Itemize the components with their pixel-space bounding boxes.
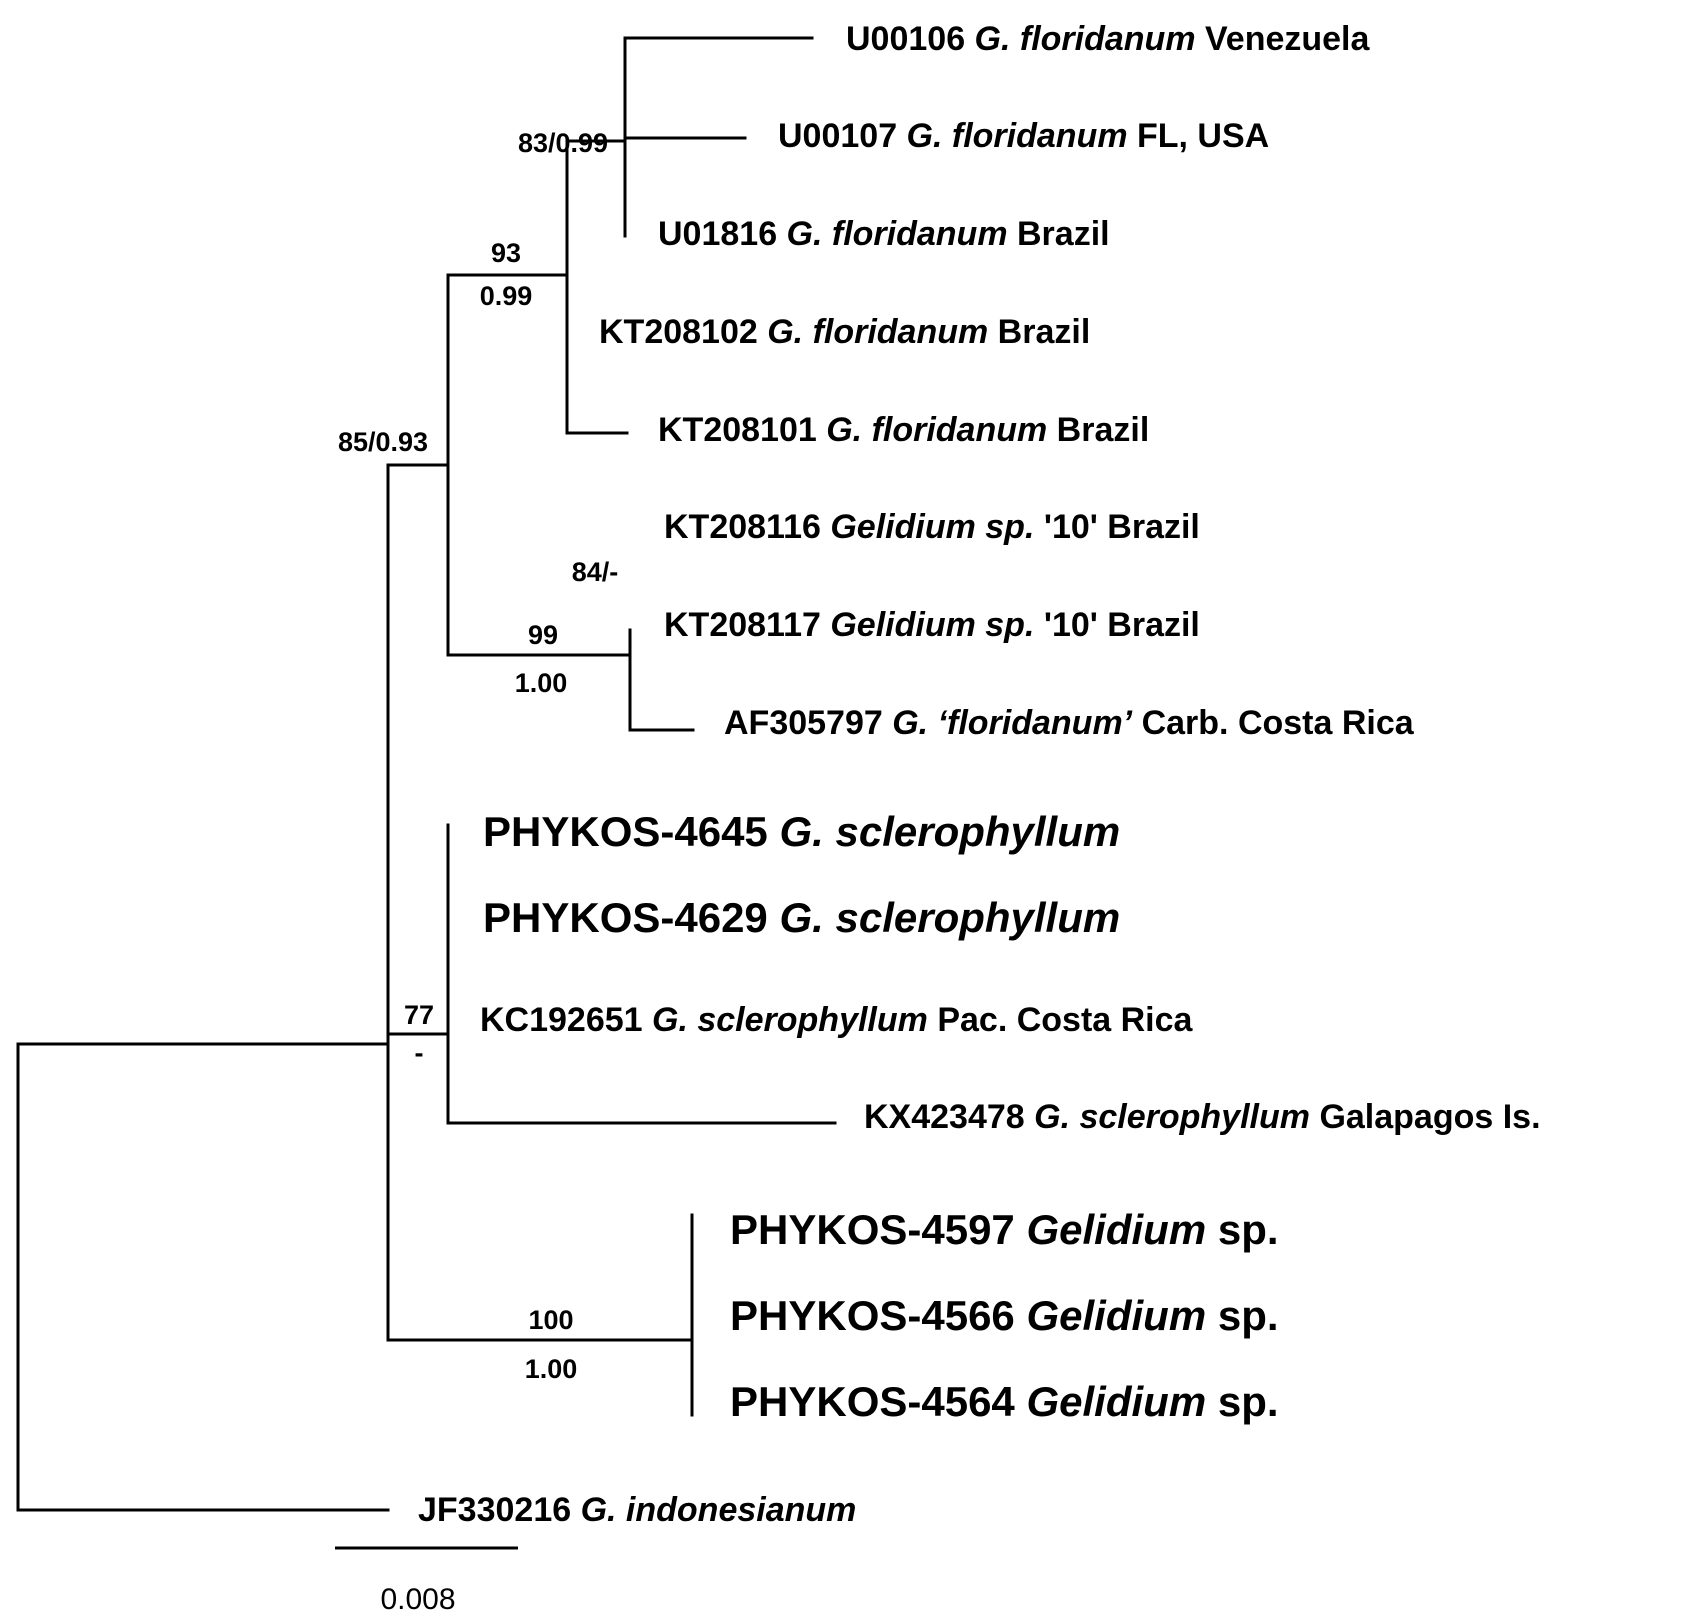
locality: '10' Brazil xyxy=(1034,606,1199,644)
tip-label: PHYKOS-4564 Gelidium sp. xyxy=(730,1378,1279,1425)
species-name: Gelidium xyxy=(1026,1206,1206,1253)
accession-id: KT208117 xyxy=(664,606,830,644)
accession-id: KX423478 xyxy=(864,1098,1034,1136)
locality: Brazil xyxy=(988,313,1090,351)
locality: '10' Brazil xyxy=(1034,508,1199,546)
tip-label: PHYKOS-4597 Gelidium sp. xyxy=(730,1206,1279,1253)
scale-bar-label: 0.008 xyxy=(380,1583,455,1616)
tip-label: KT208101 G. floridanum Brazil xyxy=(658,411,1149,449)
accession-id: PHYKOS-4629 xyxy=(483,894,779,941)
tip-label: KX423478 G. sclerophyllum Galapagos Is. xyxy=(864,1098,1541,1136)
accession-id: PHYKOS-4645 xyxy=(483,808,779,855)
tip-label: PHYKOS-4629 G. sclerophyllum xyxy=(483,894,1120,941)
accession-id: U00106 xyxy=(846,20,975,58)
locality: sp. xyxy=(1206,1206,1278,1253)
accession-id: U01816 xyxy=(658,215,787,253)
locality: Pac. Costa Rica xyxy=(928,1001,1194,1039)
species-name: G. floridanum xyxy=(826,411,1047,449)
locality: sp. xyxy=(1206,1378,1278,1425)
support-value: 93 xyxy=(491,238,521,268)
species-name: G. indonesianum xyxy=(581,1491,857,1529)
tip-label: U01816 G. floridanum Brazil xyxy=(658,215,1110,253)
support-value: 85/0.93 xyxy=(338,427,428,457)
locality: FL, USA xyxy=(1128,117,1270,155)
support-value: 84/- xyxy=(572,557,619,587)
accession-id: PHYKOS-4564 xyxy=(730,1378,1026,1425)
support-labels: 83/0.99 93 0.99 85/0.93 84/- 99 1.00 77 - 100 1.00 xyxy=(338,128,618,1384)
accession-id: JF330216 xyxy=(418,1491,581,1529)
tip-label: AF305797 G. ‘floridanum’ Carb. Costa Ric… xyxy=(724,704,1415,742)
accession-id: PHYKOS-4597 xyxy=(730,1206,1026,1253)
support-value: 1.00 xyxy=(515,668,568,698)
accession-id: KT208101 xyxy=(658,411,826,449)
accession-id: U00107 xyxy=(778,117,907,155)
accession-id: PHYKOS-4566 xyxy=(730,1292,1026,1339)
species-name: G. sclerophyllum xyxy=(1034,1098,1310,1136)
tip-label: JF330216 G. indonesianum xyxy=(418,1491,856,1529)
support-value: 83/0.99 xyxy=(518,128,608,158)
locality: Carb. Costa Rica xyxy=(1132,704,1415,742)
species-name: G. sclerophyllum xyxy=(779,808,1120,855)
species-name: G. ‘floridanum’ xyxy=(892,704,1132,742)
tip-label: PHYKOS-4566 Gelidium sp. xyxy=(730,1292,1279,1339)
support-value: 99 xyxy=(528,620,558,650)
species-name: Gelidium xyxy=(1026,1292,1206,1339)
species-name: G. sclerophyllum xyxy=(652,1001,928,1039)
support-value: 0.99 xyxy=(480,281,533,311)
species-name: G. floridanum xyxy=(975,20,1196,58)
support-value: - xyxy=(415,1038,424,1068)
tip-label: PHYKOS-4645 G. sclerophyllum xyxy=(483,808,1120,855)
tip-label: U00106 G. floridanum Venezuela xyxy=(846,20,1371,58)
tip-label: KT208102 G. floridanum Brazil xyxy=(599,313,1090,351)
species-name: G. sclerophyllum xyxy=(779,894,1120,941)
species-name: G. floridanum xyxy=(787,215,1008,253)
locality: Venezuela xyxy=(1196,20,1371,58)
species-name: G. floridanum xyxy=(767,313,988,351)
tip-label: KT208116 Gelidium sp. '10' Brazil xyxy=(664,508,1200,546)
locality: sp. xyxy=(1206,1292,1278,1339)
tip-label: U00107 G. floridanum FL, USA xyxy=(778,117,1269,155)
locality: Galapagos Is. xyxy=(1310,1098,1541,1136)
support-value: 1.00 xyxy=(525,1354,578,1384)
species-name: Gelidium sp. xyxy=(830,606,1034,644)
locality: Brazil xyxy=(1047,411,1149,449)
species-name: Gelidium xyxy=(1026,1378,1206,1425)
species-name: Gelidium sp. xyxy=(830,508,1034,546)
accession-id: KT208116 xyxy=(664,508,830,546)
support-value: 100 xyxy=(528,1305,573,1335)
accession-id: KC192651 xyxy=(480,1001,652,1039)
tree-branches xyxy=(16,36,837,1512)
accession-id: KT208102 xyxy=(599,313,767,351)
tip-label: KC192651 G. sclerophyllum Pac. Costa Ric… xyxy=(480,1001,1194,1039)
accession-id: AF305797 xyxy=(724,704,892,742)
support-value: 77 xyxy=(404,1000,434,1030)
species-name: G. floridanum xyxy=(907,117,1128,155)
locality: Brazil xyxy=(1008,215,1110,253)
tip-label: KT208117 Gelidium sp. '10' Brazil xyxy=(664,606,1200,644)
